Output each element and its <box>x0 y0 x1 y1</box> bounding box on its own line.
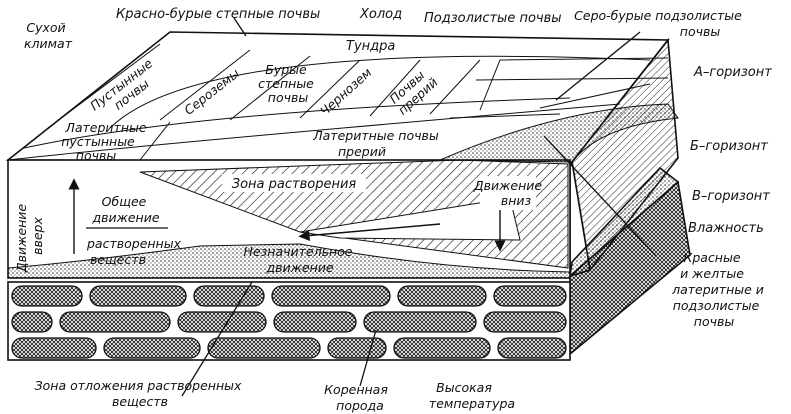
label-cold: Холод <box>359 7 402 22</box>
label-movement-up: Движение вверх <box>14 200 45 273</box>
movement-down-label-bg <box>480 176 536 210</box>
label-high-temp: Высокая температура <box>429 380 515 411</box>
label-tundra: Тундра <box>346 39 395 54</box>
label-c-horizon: В–горизонт <box>692 189 770 204</box>
label-gray-brown-podzolic: Серо-бурые подзолистые почвы <box>574 8 746 39</box>
label-bedrock: Коренная порода <box>324 382 392 413</box>
label-red-brown-steppe: Красно-бурые степные почвы <box>116 7 320 22</box>
label-movement-down: Движение вниз <box>473 178 546 208</box>
label-humidity: Влажность <box>688 221 764 236</box>
label-brown-steppe: Бурые степные почвы <box>258 62 318 105</box>
label-dissolved-substances: растворенных веществ <box>86 236 185 267</box>
b-horizon-band <box>439 103 679 163</box>
dissolution-zone-label-bg <box>222 174 366 192</box>
label-deposition-zone: Зона отложения растворенных веществ <box>35 378 246 409</box>
label-insignificant-movement: Незначительное движение <box>244 244 357 275</box>
left-arrow <box>298 223 441 242</box>
insignificant-wedge <box>299 197 521 241</box>
label-lateritic-desert: Латеритные пустынные почвы <box>61 120 150 163</box>
leader-lines <box>181 17 657 397</box>
label-dissolution-zone: Зона растворения <box>232 177 357 192</box>
deposition-band <box>7 243 571 279</box>
label-dry-climate: Сухой климат <box>24 20 73 51</box>
zone-lines <box>7 43 669 161</box>
label-a-horizon: А–горизонт <box>693 65 772 80</box>
bedrock-stones <box>11 285 567 359</box>
label-podzolic: Подзолистые почвы <box>424 11 562 26</box>
label-red-yellow-soils: Красные и желтые латеритные и подзолисты… <box>671 250 768 329</box>
label-b-horizon: Б–горизонт <box>690 139 768 154</box>
label-general-movement: Общее движение <box>91 194 159 225</box>
label-lateritic-prairie: Латеритные почвы прерий <box>312 128 443 159</box>
